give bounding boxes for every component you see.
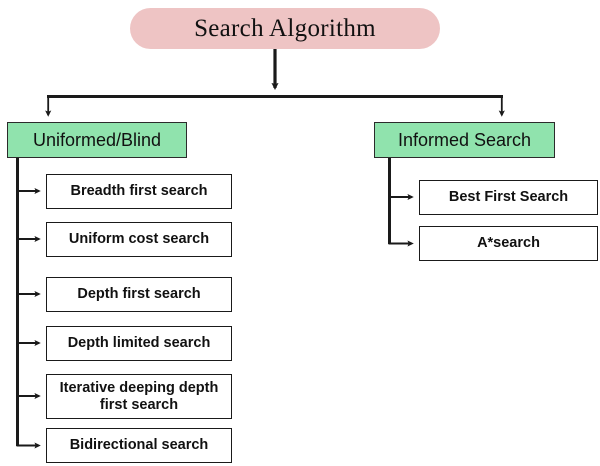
leaf-node-a-star-search[interactable]: A*search (419, 226, 598, 261)
leaf-node-uniform-cost-search[interactable]: Uniform cost search (46, 222, 232, 257)
category-node-informed[interactable]: Informed Search (374, 122, 555, 158)
leaf-node-bidirectional-search[interactable]: Bidirectional search (46, 428, 232, 463)
edge-uninformed-trunk (16, 158, 41, 449)
leaf-node-depth-first-search[interactable]: Depth first search (46, 277, 232, 312)
leaf-node-best-first-search[interactable]: Best First Search (419, 180, 598, 215)
category-node-uninformed[interactable]: Uniformed/Blind (7, 122, 187, 158)
leaf-node-breadth-first-search[interactable]: Breadth first search (46, 174, 232, 209)
leaf-node-depth-limited-search[interactable]: Depth limited search (46, 326, 232, 361)
leaf-node-iterative-deeping-depth-first-search[interactable]: Iterative deeping depth first search (46, 374, 232, 419)
edge-informed-trunk (388, 158, 414, 247)
root-node-search-algorithm[interactable]: Search Algorithm (130, 8, 440, 49)
leaf-label-line-1: Iterative deeping depth (59, 380, 219, 397)
leaf-label-line-2: first search (99, 396, 179, 413)
edge-distribution-bar (45, 95, 505, 117)
